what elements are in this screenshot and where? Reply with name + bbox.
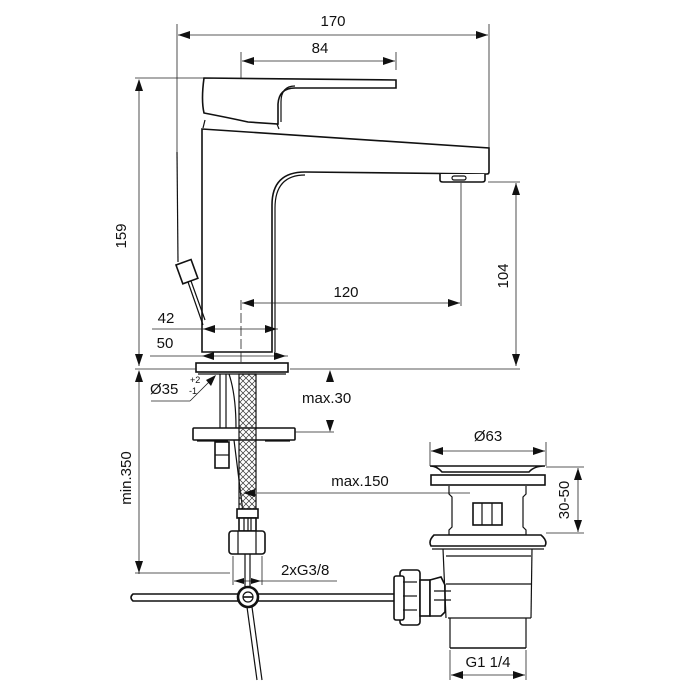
dim-hole-diameter: Ø35 +2 -1 [135,368,216,402]
braided-flex-hose [236,373,259,532]
dim-spout-reach: 120 [240,183,462,372]
dim-lever-length: 84 [240,40,397,80]
label-max-150: max.150 [331,473,389,490]
dim-spout-height: 104 [488,181,520,366]
label-tolerance-minus: -1 [189,386,197,396]
spout-aerator [439,174,486,183]
label-50: 50 [157,335,174,352]
compression-nut [228,530,266,587]
base-plate [195,362,289,375]
dim-waste-deck-range: 30-50 [546,466,584,534]
label-42: 42 [158,310,175,327]
label-104: 104 [495,263,512,288]
label-max-30: max.30 [302,390,351,407]
dim-min-connection: min.350 [118,382,230,574]
pop-up-rod [174,151,206,326]
horizontal-pull-rod [130,585,396,681]
dim-body-upper: 42 [152,310,278,333]
label-30-50: 30-50 [556,481,573,519]
dim-body-base: 50 [150,335,288,360]
label-120: 120 [333,284,358,301]
label-tolerance-plus: +2 [190,375,200,385]
label-min-350: min.350 [118,451,135,504]
waste-side-nut [393,569,451,626]
mixer-body [201,128,490,353]
label-170: 170 [320,13,345,30]
lever-handle [201,77,397,130]
dim-deck-thickness: max.30 [295,370,351,433]
dim-waste-thread: G1 1/4 [449,650,527,680]
dim-overall-height: 159 [113,77,205,366]
dim-pullrod-offset: max.150 [243,473,470,497]
waste-body [429,465,547,649]
label-g1-1-4: G1 1/4 [465,654,510,671]
dim-waste-diameter: Ø63 [429,428,547,466]
label-2xg38: 2xG3/8 [281,562,329,579]
dim-overall-length: 170 [176,13,490,152]
label-84: 84 [312,40,329,57]
label-diameter-63: Ø63 [474,428,502,445]
label-diameter-35: Ø35 [150,381,178,398]
dim-connection-thread: 2xG3/8 [232,556,337,585]
label-159: 159 [113,223,130,248]
